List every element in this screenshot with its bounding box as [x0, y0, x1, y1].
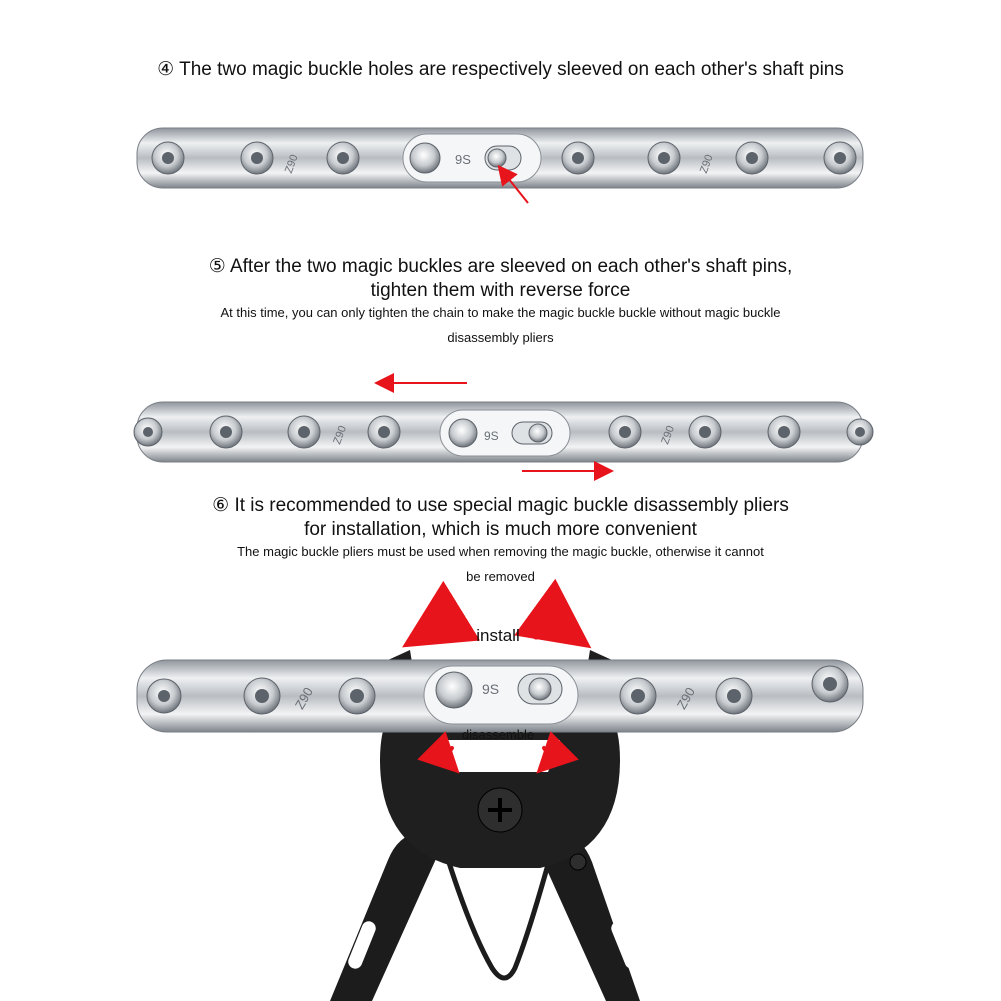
- chain-pin: [715, 677, 753, 715]
- chain-pin: [561, 141, 595, 175]
- chain-pin: [688, 415, 722, 449]
- step5-note-line2: disassembly pliers: [447, 330, 554, 345]
- chain-pin: [287, 415, 321, 449]
- chain-pin: [846, 418, 874, 446]
- chain-link-row: [133, 409, 874, 457]
- magic-buckle-link: [439, 409, 571, 457]
- chain-pin: [367, 415, 401, 449]
- chain-pin: [767, 415, 801, 449]
- chain-step5: 9S Z90 Z90: [133, 401, 874, 463]
- chain-pin: [608, 415, 642, 449]
- install-arrow-left: [402, 580, 481, 648]
- chain-pin: [647, 141, 681, 175]
- step6-note-line1: The magic buckle pliers must be used whe…: [237, 544, 764, 559]
- step6-note-line2: be removed: [466, 569, 535, 584]
- chain-link-row: [146, 665, 849, 725]
- chain-link-code: 9S: [455, 152, 471, 167]
- disassemble-label: disassemble: [461, 727, 535, 742]
- chain-pin: [811, 665, 849, 703]
- disassemble-arrow-right: [536, 731, 579, 774]
- magic-buckle-link: [402, 133, 542, 183]
- pliers-handle-right: [538, 832, 640, 1001]
- chain-pin: [240, 141, 274, 175]
- chain-link-code: 9S: [482, 681, 499, 697]
- pliers-pivot-screw: [477, 787, 523, 833]
- chain-pin: [326, 141, 360, 175]
- chain-step4: 9S Z90 Z90: [136, 127, 864, 189]
- chain-pin: [735, 141, 769, 175]
- step4-heading: ④ The two magic buckle holes are respect…: [157, 59, 844, 80]
- step5-heading-line1: ⑤ After the two magic buckles are sleeve…: [208, 256, 793, 277]
- step5-heading-line2: tighten them with reverse force: [370, 280, 631, 301]
- chain-pin: [133, 417, 163, 447]
- step6-heading-line1: ⑥ It is recommended to use special magic…: [212, 495, 789, 516]
- chain-pin: [823, 141, 857, 175]
- disassemble-arrow-left: [417, 731, 460, 774]
- chain-pin: [619, 677, 657, 715]
- chain-pin: [146, 678, 182, 714]
- pliers-handle-left: [330, 832, 440, 1001]
- step6-heading-line2: for installation, which is much more con…: [304, 519, 697, 540]
- chain-pin: [209, 415, 243, 449]
- pliers-spring: [442, 849, 555, 981]
- chain-link-code: 9S: [484, 429, 499, 443]
- chain-pin: [151, 141, 185, 175]
- chain-pin: [243, 677, 281, 715]
- install-label: install: [476, 626, 520, 645]
- install-arrow-right: [514, 578, 592, 649]
- magic-buckle-link: [423, 665, 579, 725]
- pointer-arrow: [497, 164, 529, 204]
- chain-pin: [338, 677, 376, 715]
- step5-note-line1: At this time, you can only tighten the c…: [220, 305, 781, 320]
- chain-step6: 9S Z90 Z90: [136, 659, 864, 733]
